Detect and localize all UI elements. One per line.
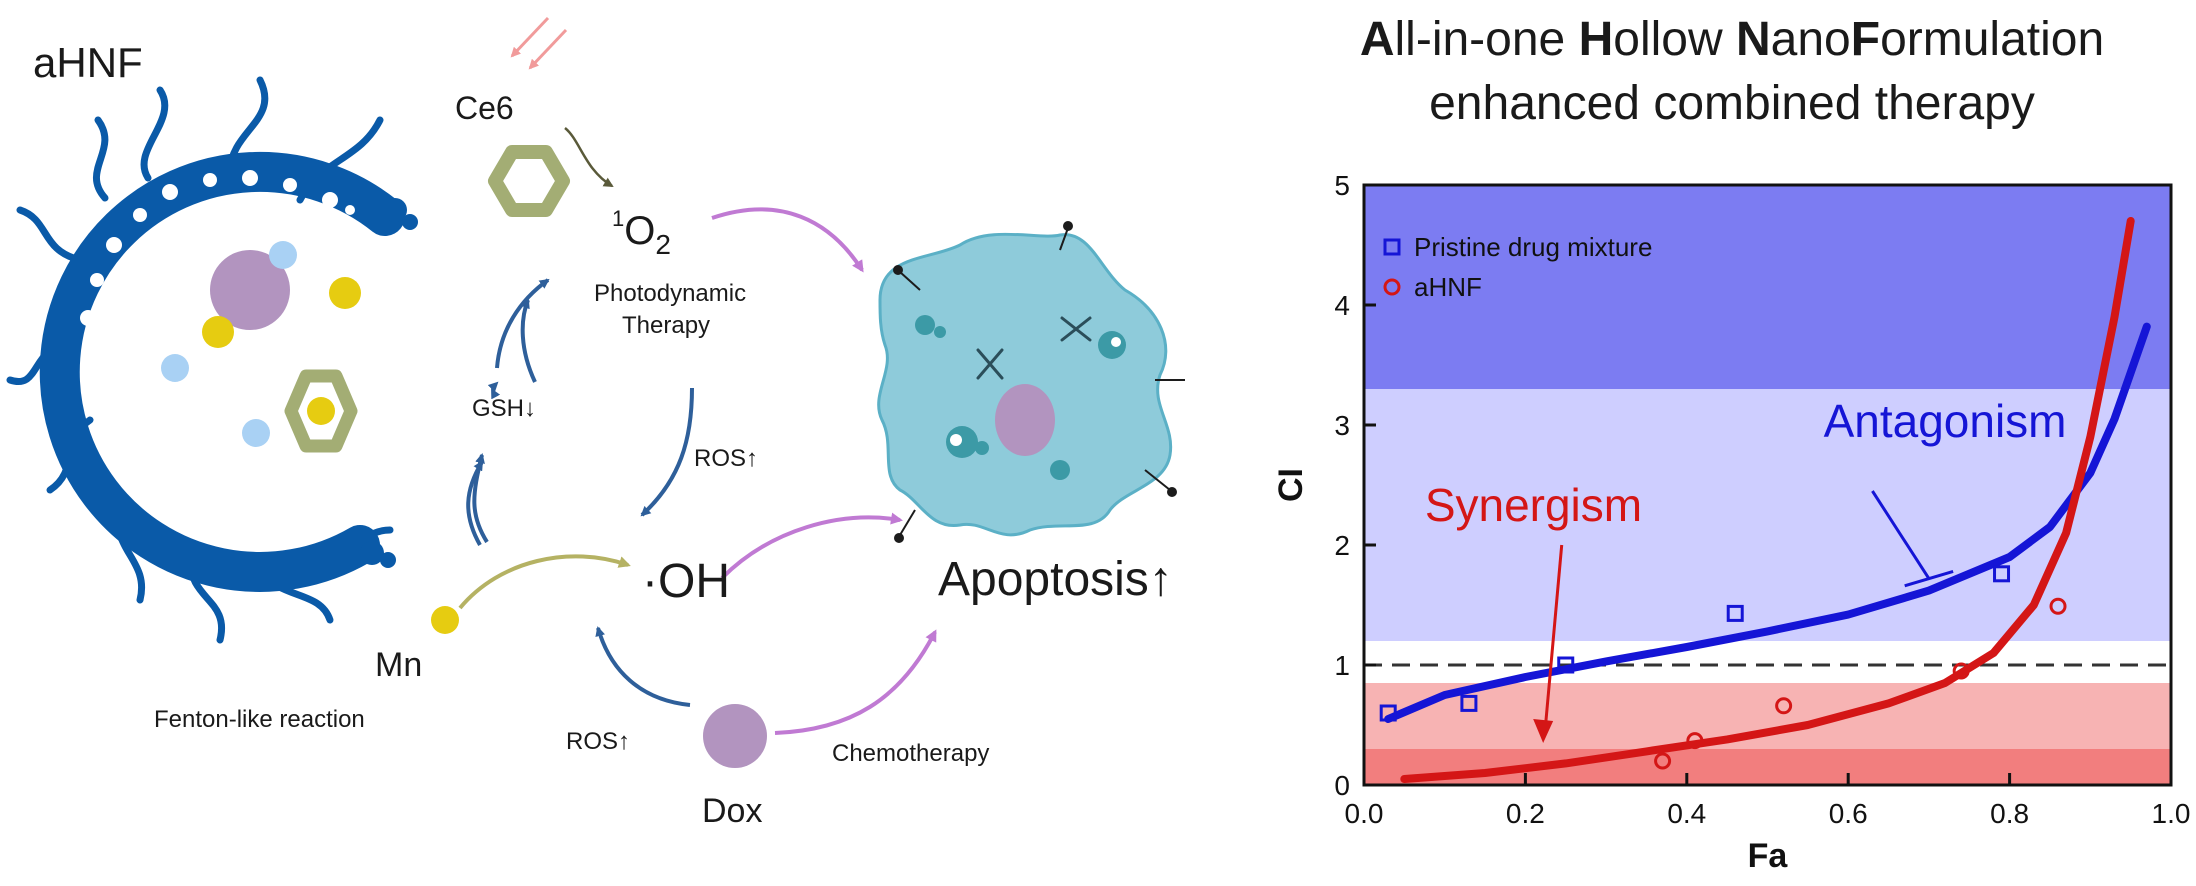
dox-label: Dox xyxy=(702,792,763,830)
title-part-h: ormulation xyxy=(1880,13,2105,66)
cancer-cell-icon xyxy=(877,221,1185,543)
nanoparticle-shell xyxy=(6,76,418,644)
hydroxyl-radical-label: ·OH xyxy=(642,555,730,608)
gsh-arrow-lower xyxy=(466,460,484,546)
apoptosis-label: Apoptosis↑ xyxy=(938,553,1173,606)
singlet-oxygen-subscript: 2 xyxy=(655,229,671,260)
singlet-oxygen-base: O xyxy=(624,209,656,253)
mn-label: Mn xyxy=(375,646,423,684)
ros-bottom-label: ROS↑ xyxy=(566,728,631,755)
light-irradiation-icon xyxy=(510,16,568,70)
title-part-f: ano xyxy=(1770,13,1851,66)
title-part-b: ll-in-one xyxy=(1394,13,1579,66)
nanoparticle-cargo xyxy=(161,241,361,453)
title-part-c: H xyxy=(1578,13,1614,66)
chemotherapy-label: Chemotherapy xyxy=(832,740,990,767)
nanoformulation-label: aHNF xyxy=(33,39,143,86)
mn-particle-icon xyxy=(431,606,459,634)
ce6-label: Ce6 xyxy=(455,90,514,126)
apoptosis-arrows xyxy=(711,207,937,735)
figure-title-line2: enhanced combined therapy xyxy=(1429,77,2035,130)
figure-title-line1: All-in-one Hollow NanoFormulation xyxy=(1282,16,2182,64)
therapy-label: Therapy xyxy=(622,312,711,339)
title-part-g: F xyxy=(1850,13,1881,66)
ros-arrow-bottom xyxy=(595,626,691,707)
photodynamic-label: Photodynamic xyxy=(594,280,747,307)
gsh-arrow-upper xyxy=(495,278,550,369)
dox-particle-icon xyxy=(703,704,767,768)
singlet-oxygen-label: 1O2 xyxy=(612,208,671,259)
ce6-to-singlet-oxygen-arrow xyxy=(564,127,614,188)
gsh-label: GSH↓ xyxy=(472,395,537,422)
title-part-d: ollow xyxy=(1613,13,1736,66)
fenton-reaction-label: Fenton-like reaction xyxy=(154,706,365,733)
ce6-hexagon-icon xyxy=(488,145,570,217)
singlet-oxygen-superscript: 1 xyxy=(612,206,625,231)
mn-to-hydroxyl-arrow xyxy=(458,554,631,610)
ros-arrow-right xyxy=(640,387,694,517)
title-part-e: N xyxy=(1735,13,1771,66)
title-part-a: A xyxy=(1359,13,1395,66)
ros-right-label: ROS↑ xyxy=(694,445,759,472)
